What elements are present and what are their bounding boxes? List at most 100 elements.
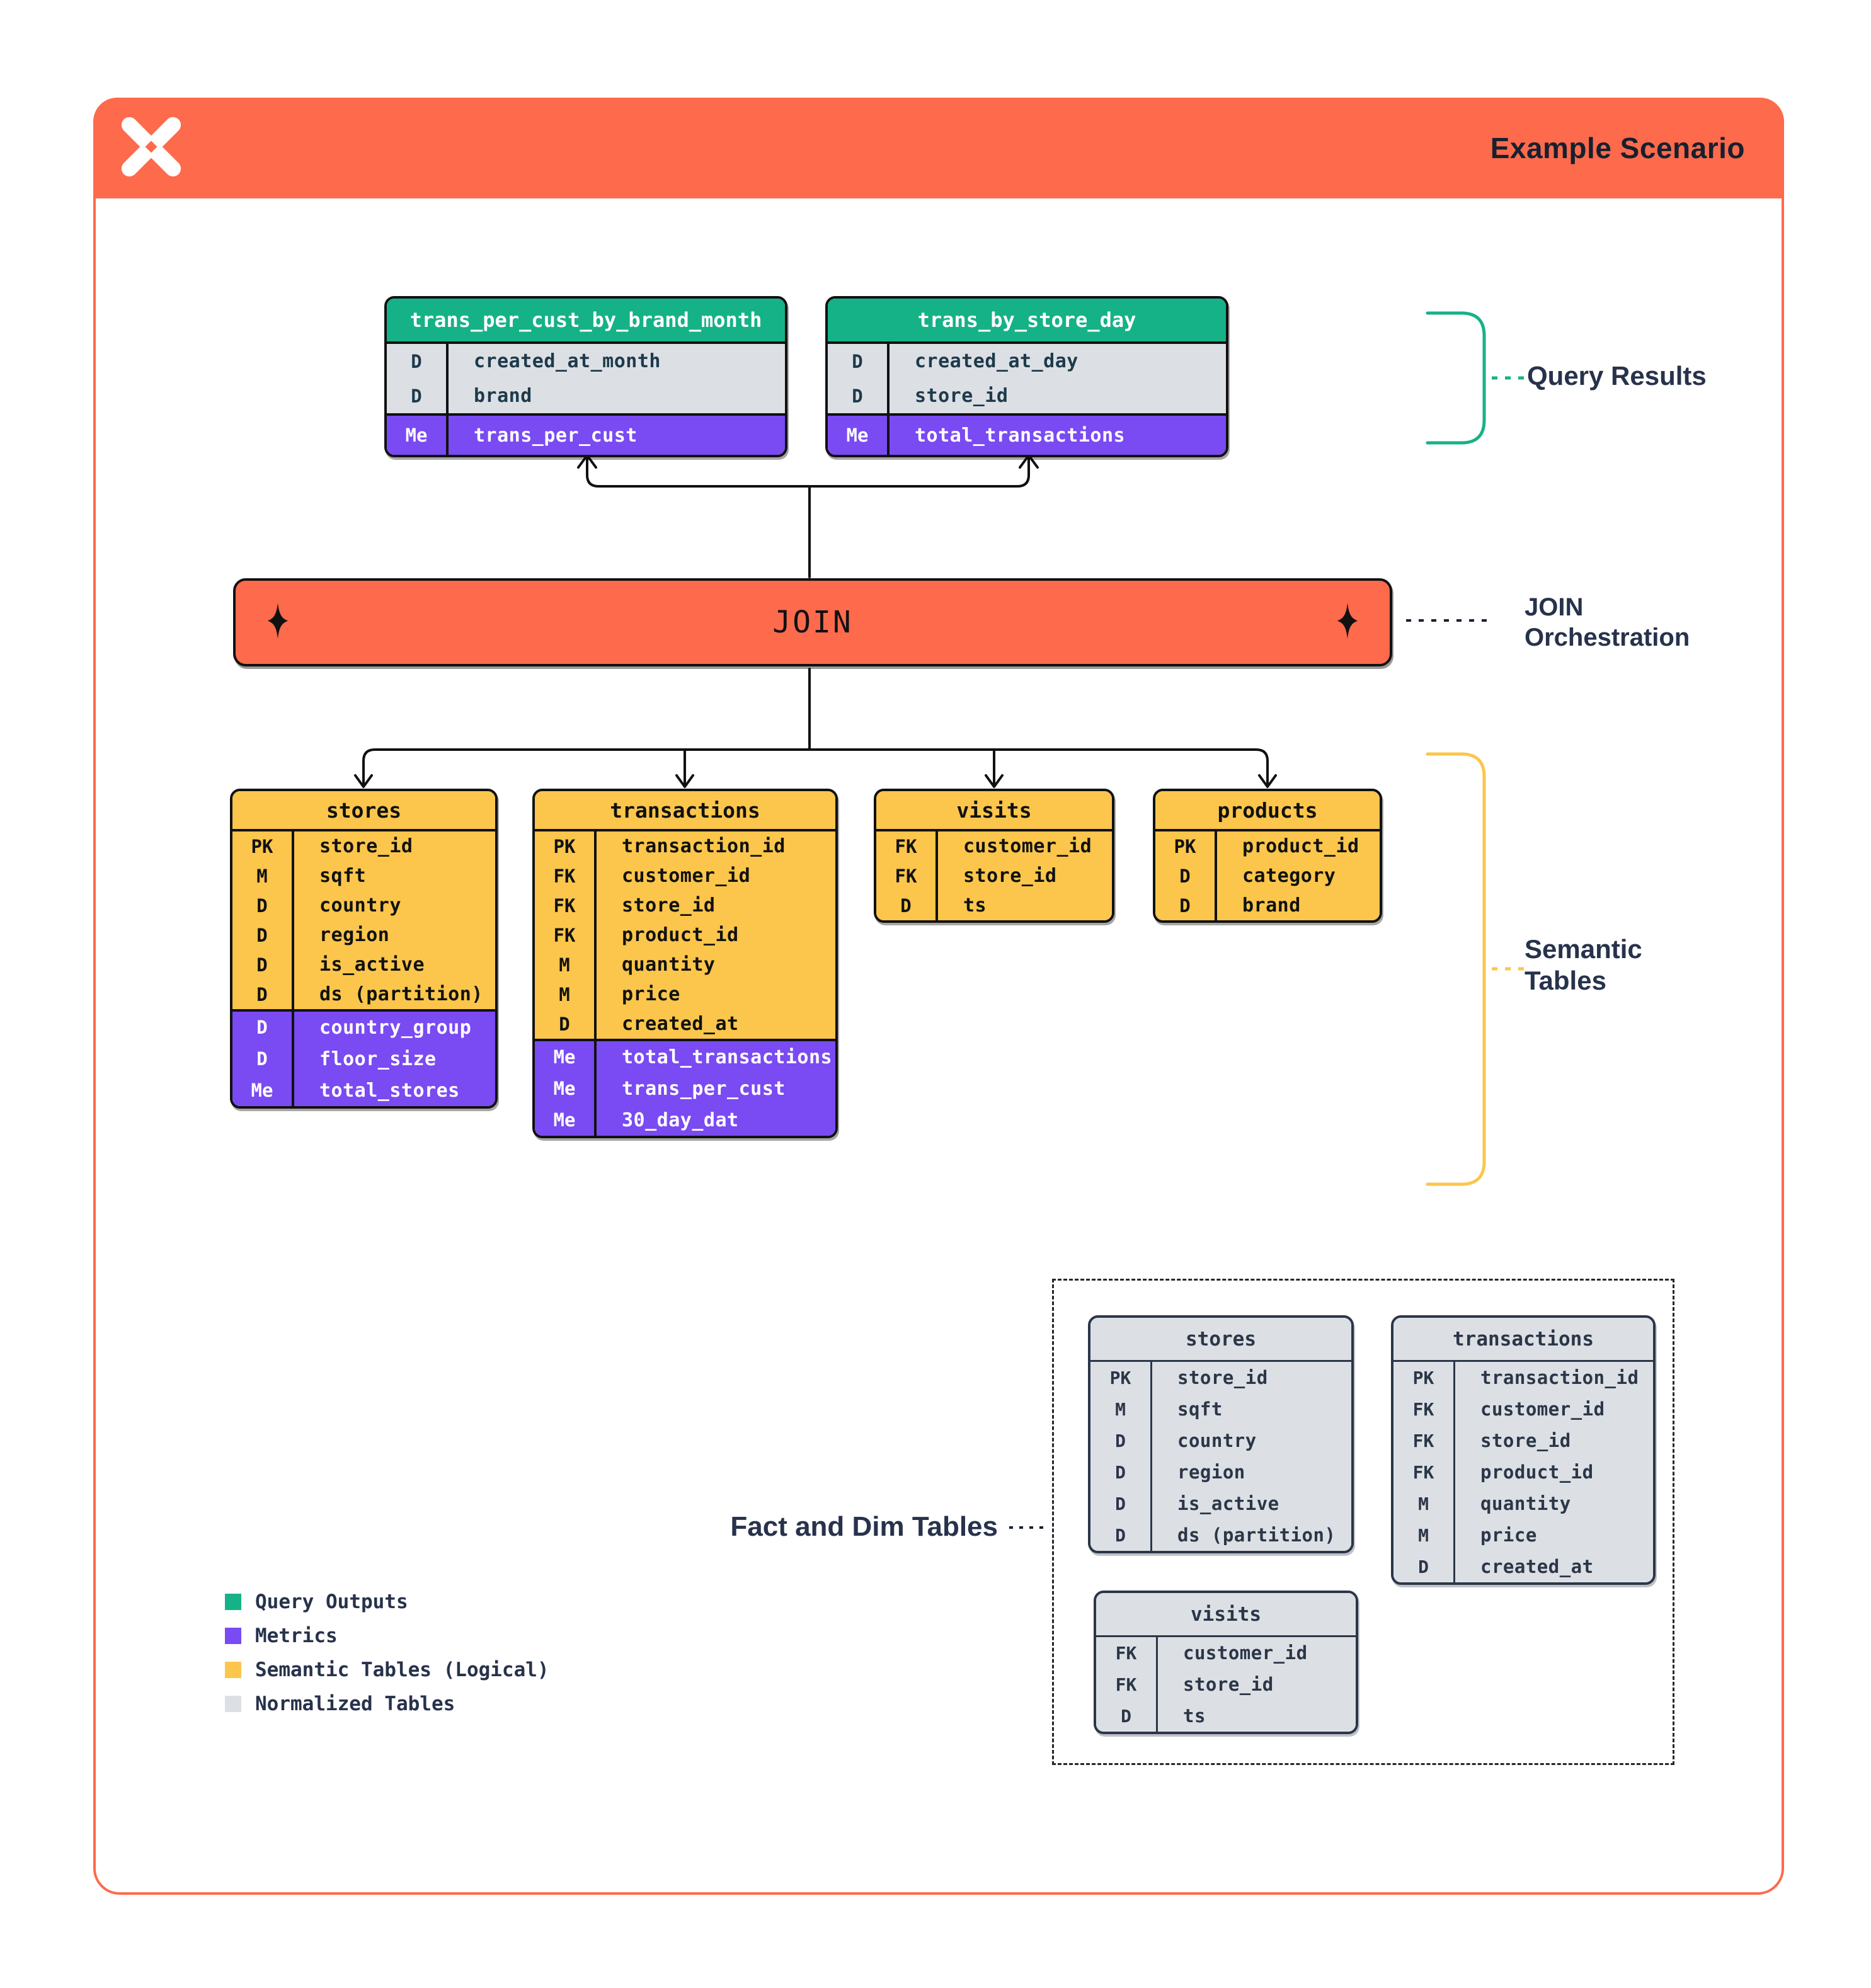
table-row: D is_active: [232, 950, 495, 980]
row-key-badge: D: [232, 920, 294, 950]
legend-swatch-icon: [225, 1594, 241, 1610]
table-header: products: [1155, 791, 1380, 831]
row-key-badge: Me: [387, 416, 449, 455]
table-row: FK product_id: [1393, 1456, 1653, 1488]
row-key-badge: D: [535, 1009, 597, 1039]
table-header: trans_by_store_day: [828, 299, 1226, 344]
row-field-name: brand: [1242, 894, 1301, 917]
row-field-name: customer_id: [622, 865, 751, 887]
row-field-name: country_group: [319, 1016, 472, 1039]
legend-swatch-icon: [225, 1628, 241, 1644]
row-field-name: store_id: [1480, 1430, 1571, 1451]
row-key-badge: FK: [1393, 1456, 1455, 1488]
row-field-name: store_id: [319, 835, 413, 857]
row-field-name: price: [1480, 1524, 1537, 1546]
annotation-line: JOIN: [1525, 593, 1584, 621]
legend-label: Query Outputs: [255, 1591, 408, 1613]
row-key-badge: FK: [1393, 1393, 1455, 1425]
legend-label: Normalized Tables: [255, 1693, 455, 1715]
row-field-name: brand: [474, 385, 532, 407]
row-field-name: 30_day_dat: [622, 1109, 739, 1131]
row-key-badge: PK: [1393, 1362, 1455, 1393]
dimension-rows: D created_at_month D brand: [387, 344, 785, 413]
card-header: Example Scenario: [93, 98, 1784, 198]
table-row: D ds (partition): [1090, 1519, 1351, 1551]
row-key-badge: D: [232, 1012, 294, 1043]
page-title: Example Scenario: [1490, 132, 1745, 164]
table-row: FK customer_id: [1393, 1393, 1653, 1425]
table-header: visits: [876, 791, 1112, 831]
metric-rows: Me total_transactions Me trans_per_cust …: [535, 1039, 835, 1136]
table-header: transactions: [1393, 1318, 1653, 1362]
table-row: M quantity: [535, 950, 835, 980]
row-field-name: total_stores: [319, 1079, 460, 1102]
dimension-rows: D created_at_day D store_id: [828, 344, 1226, 413]
row-field-name: category: [1242, 865, 1336, 887]
table-header: trans_per_cust_by_brand_month: [387, 299, 785, 344]
row-field-name: sqft: [319, 865, 367, 887]
row-field-name: store_id: [1177, 1367, 1268, 1388]
row-field-name: store_id: [1183, 1674, 1274, 1695]
table-row: D ts: [1096, 1700, 1356, 1732]
legend-item: Query Outputs: [225, 1585, 549, 1619]
table-row: Me trans_per_cust: [387, 416, 785, 455]
dremio-x-logo-icon: [121, 117, 181, 180]
row-field-name: ds (partition): [1177, 1524, 1336, 1546]
row-field-name: ts: [963, 894, 987, 917]
row-key-badge: M: [232, 861, 294, 891]
column-rows: PK transaction_id FK customer_id FK stor…: [535, 831, 835, 1039]
legend: Query Outputs Metrics Semantic Tables (L…: [225, 1585, 549, 1721]
row-field-name: ts: [1183, 1705, 1206, 1727]
row-key-badge: M: [535, 950, 597, 980]
row-field-name: product_id: [1242, 835, 1359, 857]
row-key-badge: D: [232, 950, 294, 980]
row-key-badge: D: [1090, 1425, 1152, 1456]
column-rows: PK store_id M sqft D country D region D …: [1090, 1362, 1351, 1551]
semantic-table-transactions: transactions PK transaction_id FK custom…: [532, 789, 838, 1138]
row-key-badge: D: [232, 1043, 294, 1075]
row-field-name: country: [1177, 1430, 1257, 1451]
row-key-badge: Me: [232, 1075, 294, 1106]
table-header: visits: [1096, 1593, 1356, 1637]
row-key-badge: D: [1155, 861, 1217, 891]
semantic-table-stores: stores PK store_id M sqft D country D re…: [230, 789, 498, 1109]
row-field-name: quantity: [622, 954, 716, 976]
table-row: PK store_id: [232, 831, 495, 861]
row-field-name: product_id: [622, 924, 739, 946]
row-key-badge: D: [1090, 1519, 1152, 1551]
legend-label: Semantic Tables (Logical): [255, 1659, 549, 1681]
row-key-badge: FK: [1096, 1637, 1158, 1669]
metric-rows: Me total_transactions: [828, 413, 1226, 455]
table-row: D created_at: [1393, 1551, 1653, 1582]
row-key-badge: PK: [535, 831, 597, 861]
table-header: transactions: [535, 791, 835, 831]
table-header: stores: [1090, 1318, 1351, 1362]
semantic-table-visits: visits FK customer_id FK store_id D ts: [874, 789, 1114, 923]
table-row: D country: [1090, 1425, 1351, 1456]
table-row: D floor_size: [232, 1043, 495, 1075]
row-field-name: created_at: [1480, 1556, 1594, 1577]
table-row: D created_at_month: [387, 344, 785, 379]
metric-rows: D country_group D floor_size Me total_st…: [232, 1009, 495, 1106]
row-key-badge: D: [232, 980, 294, 1009]
row-key-badge: D: [1155, 891, 1217, 920]
normalized-table-visits: visits FK customer_id FK store_id D ts: [1094, 1591, 1358, 1734]
table-row: D brand: [387, 379, 785, 413]
row-key-badge: Me: [828, 416, 890, 455]
table-row: M quantity: [1393, 1488, 1653, 1519]
table-header: stores: [232, 791, 495, 831]
row-field-name: country: [319, 894, 401, 917]
row-field-name: created_at_month: [474, 350, 661, 372]
table-row: D created_at_day: [828, 344, 1226, 379]
row-key-badge: D: [876, 891, 938, 920]
query-result-table-trans-by-store-day: trans_by_store_day D created_at_day D st…: [825, 296, 1228, 457]
table-row: FK store_id: [535, 891, 835, 920]
metric-rows: Me trans_per_cust: [387, 413, 785, 455]
column-rows: FK customer_id FK store_id D ts: [1096, 1637, 1356, 1732]
table-row: PK product_id: [1155, 831, 1380, 861]
column-rows: FK customer_id FK store_id D ts: [876, 831, 1112, 920]
row-key-badge: FK: [876, 831, 938, 861]
row-key-badge: D: [1393, 1551, 1455, 1582]
column-rows: PK product_id D category D brand: [1155, 831, 1380, 920]
table-row: M sqft: [1090, 1393, 1351, 1425]
